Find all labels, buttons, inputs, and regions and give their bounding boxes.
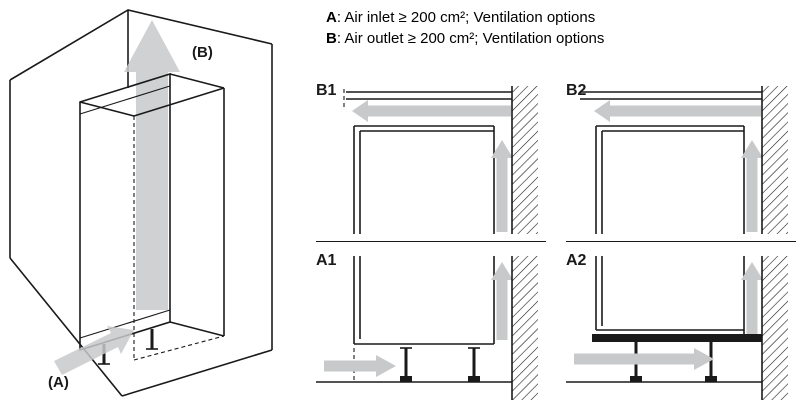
diagram-b2: B2 — [566, 82, 796, 242]
legend-line-b: B: Air outlet ≥ 200 cm²; Ventilation opt… — [326, 28, 800, 49]
ventilation-options-panel: A: Air inlet ≥ 200 cm²; Ventilation opti… — [308, 0, 800, 400]
diagram-a2: A2 — [566, 252, 796, 400]
niche-overview: (B) (A) — [0, 0, 300, 400]
airflow-up-arrow — [741, 262, 763, 340]
airflow-right-arrow — [324, 355, 396, 377]
diagram-a1-label: A1 — [316, 252, 337, 269]
cabinet-lines — [353, 256, 495, 345]
raised-base-platform — [592, 334, 762, 342]
legend-key-a: A — [326, 9, 337, 26]
airflow-up-arrow — [741, 140, 763, 232]
airflow-left-arrow — [352, 100, 511, 122]
legend-text-a: : Air inlet ≥ 200 cm²; Ventilation optio… — [336, 9, 596, 26]
air-inlet-arrow — [54, 326, 134, 375]
diagram-b1: B1 — [316, 82, 546, 242]
diagram-b2-label: B2 — [566, 82, 587, 99]
legend-text-b: : Air outlet ≥ 200 cm²; Ventilation opti… — [336, 30, 605, 47]
wall-hatch — [511, 256, 538, 400]
cabinet-housing — [79, 72, 225, 361]
legend-key-b: B — [326, 30, 337, 47]
appliance-feet — [400, 347, 480, 382]
room-corner — [9, 9, 273, 397]
diagram-b2-drawing — [580, 86, 788, 234]
diagram-a1: A1 — [316, 252, 546, 400]
airflow-right-arrow — [574, 348, 714, 370]
label-air-inlet-a: (A) — [48, 374, 69, 391]
airflow-up-arrow — [491, 140, 513, 232]
diagram-a2-label: A2 — [566, 252, 587, 269]
top-plate — [580, 91, 762, 100]
air-outlet-up-arrow — [124, 20, 180, 310]
cabinet-lines — [595, 256, 745, 334]
diagram-a1-drawing — [316, 256, 538, 400]
wall-hatch — [761, 86, 788, 234]
diagram-b1-label: B1 — [316, 82, 337, 99]
diagram-b1-drawing — [343, 86, 538, 234]
wall-hatch — [761, 256, 788, 400]
airflow-left-arrow — [594, 100, 761, 122]
wall-hatch — [511, 86, 538, 234]
label-air-outlet-b: (B) — [192, 44, 213, 61]
cabinet-lines — [595, 125, 745, 234]
diagram-a2-drawing — [566, 256, 788, 400]
legend: A: Air inlet ≥ 200 cm²; Ventilation opti… — [308, 0, 800, 49]
cabinet-lines — [353, 125, 495, 234]
top-plate — [346, 91, 512, 100]
airflow-up-arrow — [491, 262, 513, 340]
options-grid: B1 — [316, 82, 796, 400]
niche-overview-drawing — [9, 9, 273, 397]
legend-line-a: A: Air inlet ≥ 200 cm²; Ventilation opti… — [326, 7, 800, 28]
